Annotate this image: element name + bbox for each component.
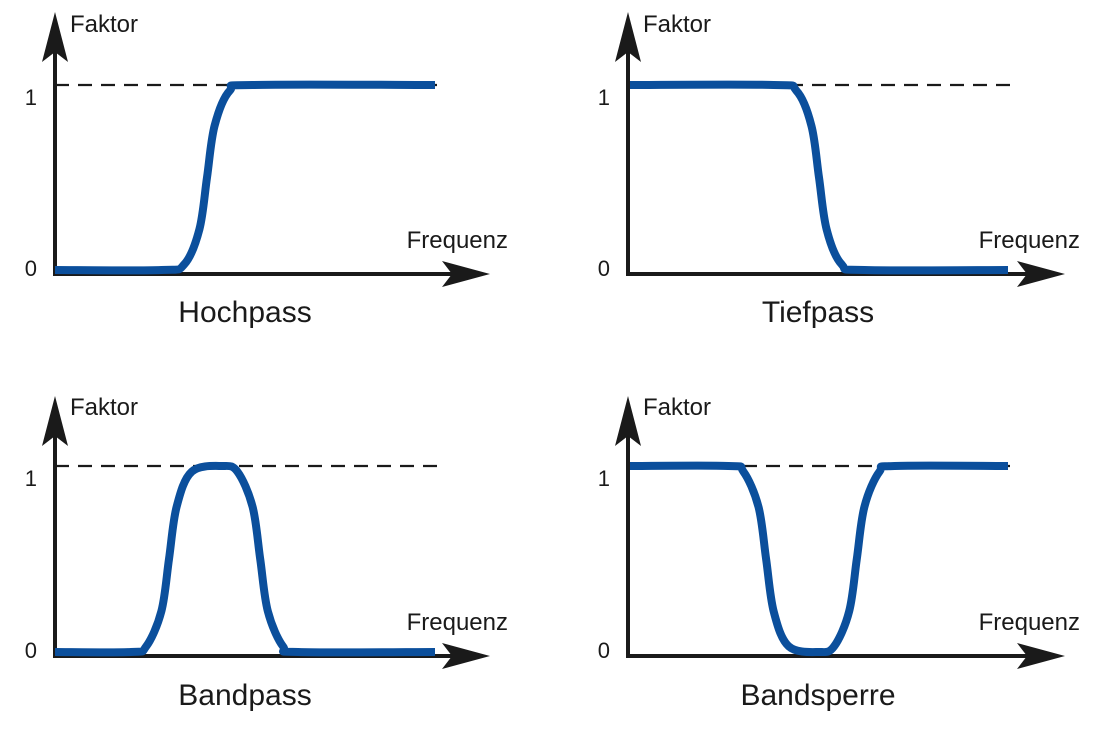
- response-curve: [54, 80, 436, 275]
- x-axis-label: Frequenz: [979, 609, 1080, 636]
- chart-title: Bandpass: [178, 679, 311, 712]
- y-axis-arrow-icon: [615, 396, 641, 446]
- x-axis-arrow-icon: [1017, 643, 1065, 669]
- y-tick-label-0: 0: [25, 256, 37, 281]
- x-axis-arrow-icon: [442, 643, 490, 669]
- x-axis-label: Frequenz: [407, 227, 508, 254]
- y-tick-label-1: 1: [598, 466, 610, 491]
- x-axis-label: Frequenz: [979, 227, 1080, 254]
- x-axis-label: Frequenz: [407, 609, 508, 636]
- chart-title: Hochpass: [178, 296, 311, 329]
- response-curve: [629, 80, 1009, 275]
- x-axis-arrow-icon: [442, 261, 490, 287]
- response-curve: [629, 461, 1009, 657]
- y-tick-label-1: 1: [25, 466, 37, 491]
- y-axis-label: Faktor: [70, 394, 138, 421]
- y-tick-label-0: 0: [25, 638, 37, 663]
- y-tick-label-1: 1: [25, 85, 37, 110]
- y-axis-label: Faktor: [643, 11, 711, 38]
- response-curve: [54, 461, 436, 657]
- x-axis-arrow-icon: [1017, 261, 1065, 287]
- chart-title: Tiefpass: [762, 296, 874, 329]
- y-axis-arrow-icon: [42, 396, 68, 446]
- y-tick-label-1: 1: [598, 85, 610, 110]
- y-tick-label-0: 0: [598, 638, 610, 663]
- y-axis-arrow-icon: [615, 12, 641, 62]
- chart-title: Bandsperre: [740, 679, 895, 712]
- y-tick-label-0: 0: [598, 256, 610, 281]
- y-axis-label: Faktor: [70, 11, 138, 38]
- y-axis-arrow-icon: [42, 12, 68, 62]
- y-axis-label: Faktor: [643, 394, 711, 421]
